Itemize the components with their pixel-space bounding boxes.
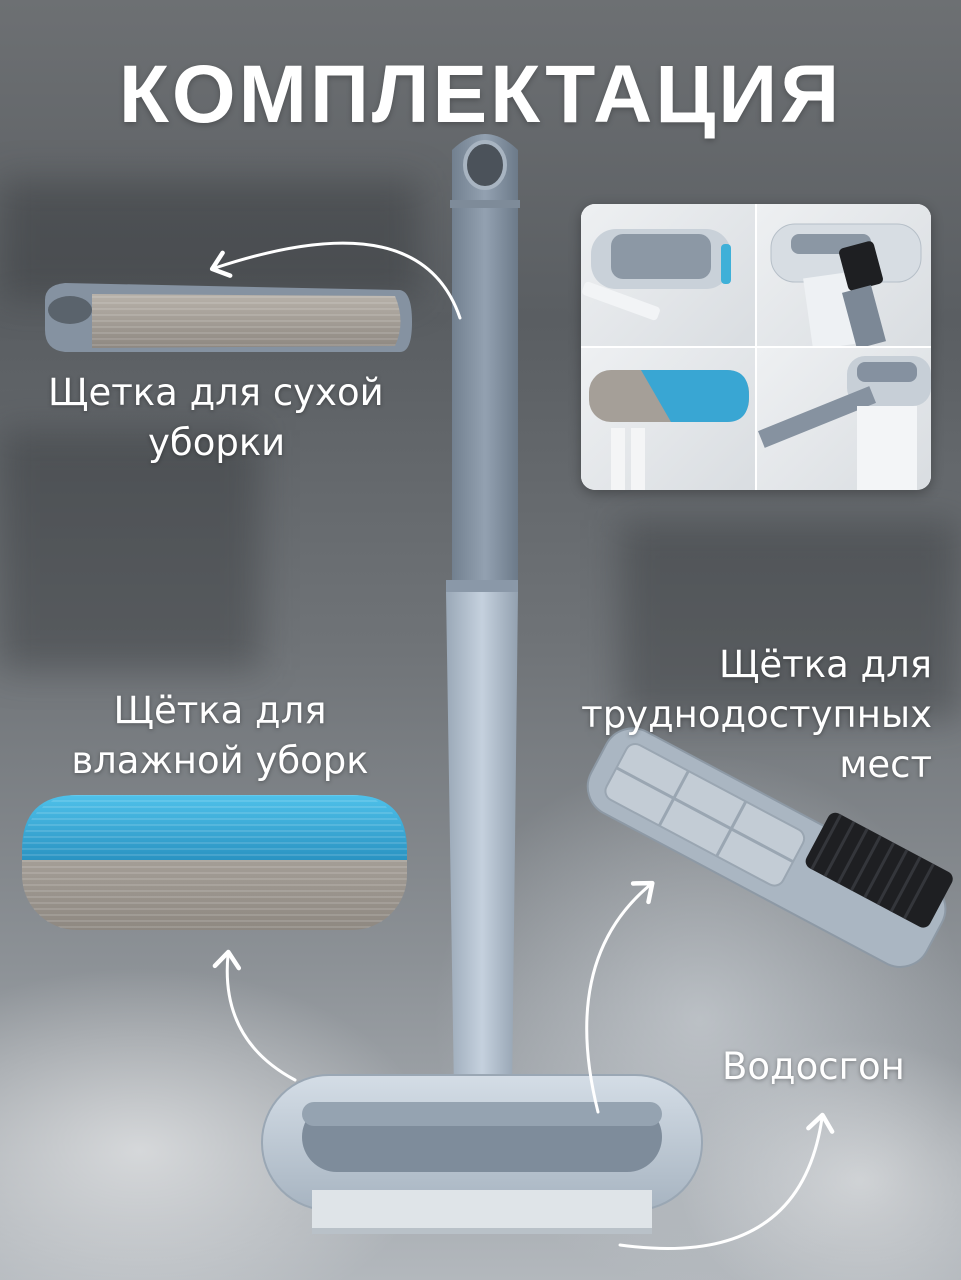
label-squeegee: Водосгон xyxy=(722,1045,905,1088)
arrows xyxy=(209,241,835,1250)
hard-to-reach-brush-image xyxy=(586,727,953,968)
inset-photo-2 xyxy=(757,204,931,346)
page-title: КОМПЛЕКТАЦИЯ xyxy=(118,49,843,140)
inset-photo-grid xyxy=(581,204,931,490)
inset-photo-1 xyxy=(581,204,755,346)
inset-photo-4 xyxy=(757,348,931,490)
arrow-to-hard-to-reach-brush xyxy=(585,880,655,1114)
squeegee-base xyxy=(261,1074,703,1234)
arrow-to-squeegee xyxy=(618,1112,835,1250)
handle xyxy=(446,134,520,1092)
inset-photo-3 xyxy=(581,348,755,490)
label-dry-brush: Щетка для сухой уборки xyxy=(48,371,384,464)
arrow-to-wet-brush xyxy=(212,949,297,1082)
arrow-to-dry-brush xyxy=(209,241,462,320)
label-wet-brush: Щётка для влажной уборк xyxy=(71,689,369,782)
dry-brush-image xyxy=(45,283,412,352)
wet-brush-image xyxy=(22,795,407,930)
label-hard-to-reach-brush: Щётка для труднодоступных мест xyxy=(581,643,932,786)
